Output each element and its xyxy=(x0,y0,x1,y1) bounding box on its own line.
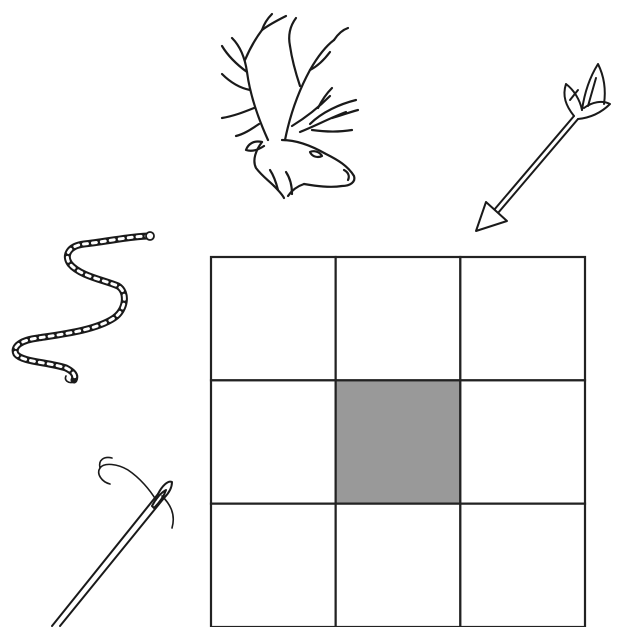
arrow-icon xyxy=(476,64,610,231)
grid xyxy=(211,257,585,627)
grid-cell-shaded xyxy=(336,380,461,503)
reindeer-icon xyxy=(222,14,358,198)
grid-cell xyxy=(460,380,585,503)
grid-cell xyxy=(211,257,336,380)
needle-and-thread-icon xyxy=(52,457,173,626)
grid-cell xyxy=(336,504,461,627)
grid-cell xyxy=(211,380,336,503)
grid-cell xyxy=(211,504,336,627)
rope-icon xyxy=(15,232,154,383)
grid-cell xyxy=(460,257,585,380)
grid-cell xyxy=(336,257,461,380)
grid-cell xyxy=(460,504,585,627)
